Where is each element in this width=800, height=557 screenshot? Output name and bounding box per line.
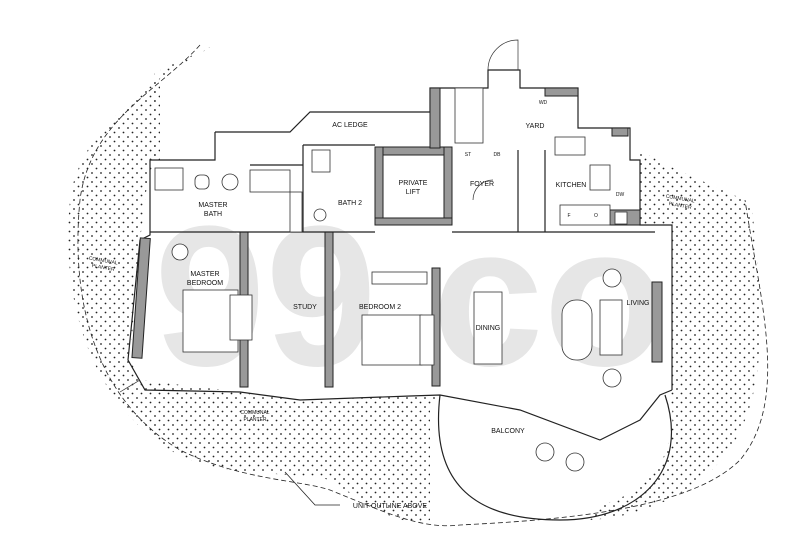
fixtures bbox=[154, 39, 628, 472]
label-foyer: FOYER bbox=[470, 181, 494, 188]
label-master-bedroom-1: MASTER bbox=[190, 271, 219, 278]
planter-right-1: COMMUNAL bbox=[665, 194, 695, 205]
label-st: ST bbox=[465, 152, 471, 158]
label-wd: WD bbox=[539, 100, 548, 106]
communal-planter-outer bbox=[68, 45, 430, 522]
label-bath-2: BATH 2 bbox=[338, 200, 362, 207]
label-balcony: BALCONY bbox=[491, 428, 525, 435]
label-private-lift-2: LIFT bbox=[406, 189, 421, 196]
label-db: DB bbox=[494, 152, 502, 158]
planter-right-2: PLANTER bbox=[668, 201, 692, 211]
unit-outline-dashed bbox=[77, 44, 769, 527]
unit-outline-leader bbox=[284, 471, 340, 506]
label-study: STUDY bbox=[293, 304, 317, 311]
label-master-bath-1: MASTER bbox=[198, 202, 227, 209]
planter-bottom-1: COMMUNAL bbox=[240, 410, 269, 416]
communal-planter-left bbox=[128, 70, 440, 420]
label-bedroom-2: BEDROOM 2 bbox=[359, 304, 401, 311]
label-dw: DW bbox=[616, 192, 625, 198]
label-f: F bbox=[567, 213, 570, 219]
label-o: O bbox=[594, 213, 598, 219]
label-master-bedroom-2: BEDROOM bbox=[187, 280, 223, 287]
label-ac-ledge: AC LEDGE bbox=[332, 122, 368, 129]
planter-left-1: COMMUNAL bbox=[88, 256, 118, 267]
label-master-bath-2: BATH bbox=[204, 211, 222, 218]
planter-left-2: PLANTER bbox=[91, 263, 115, 273]
label-dining: DINING bbox=[476, 325, 501, 332]
label-unit-outline: UNIT OUTLINE ABOVE bbox=[353, 503, 427, 510]
label-yard: YARD bbox=[526, 123, 545, 130]
label-private-lift-1: PRIVATE bbox=[399, 180, 428, 187]
label-living: LIVING bbox=[627, 300, 650, 307]
planter-bottom-2: PLANTER bbox=[243, 417, 266, 423]
label-kitchen: KITCHEN bbox=[556, 182, 587, 189]
room-labels: AC LEDGE YARD WD ST DB PRIVATE LIFT FOYE… bbox=[88, 100, 695, 435]
